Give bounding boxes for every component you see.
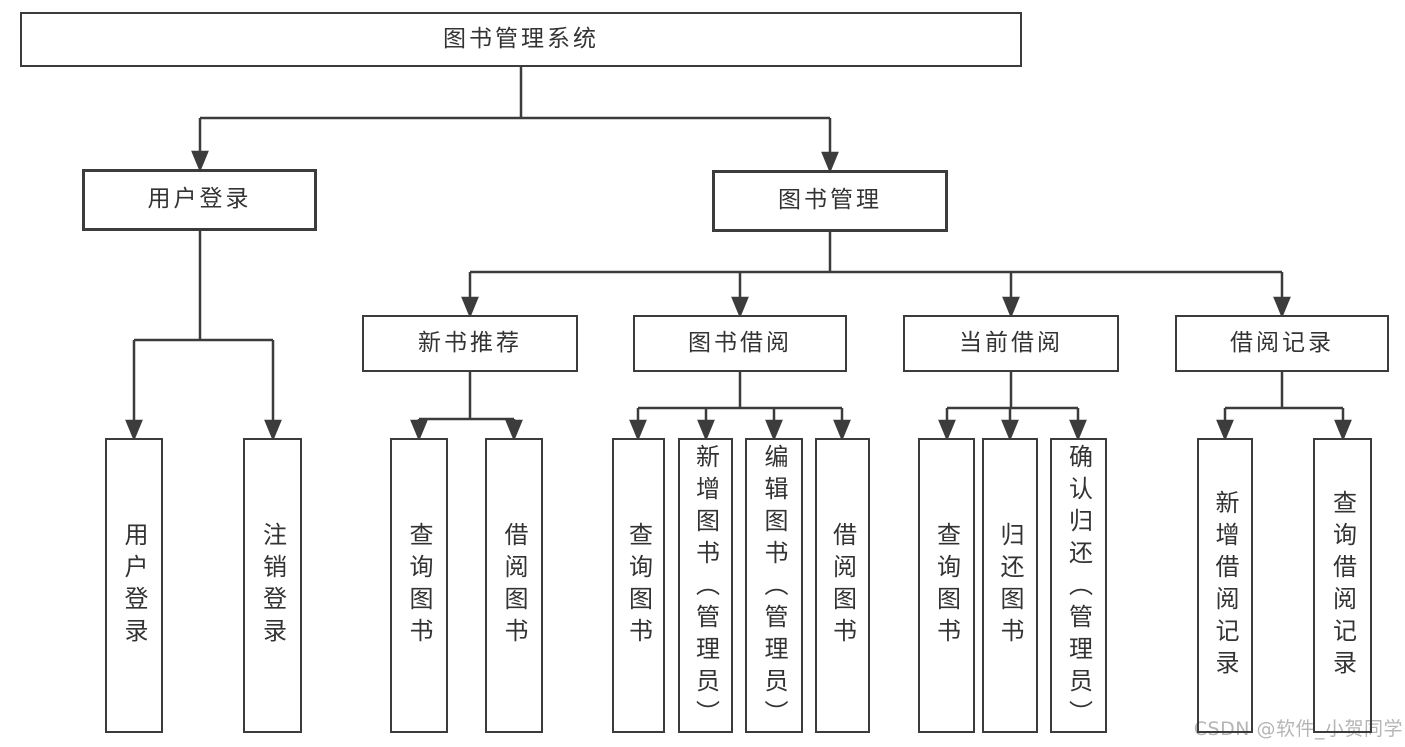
connector-book-borrow-to-leaves (629, 372, 851, 442)
connector-user-login-to-leaves (125, 231, 282, 442)
leaf-current-query-books: 查询图书 (918, 438, 975, 733)
leaf-records-query-borrow-record: 查询借阅记录 (1313, 438, 1372, 733)
node-book-management: 图书管理 (712, 170, 948, 232)
leaf-current-confirm-return-admin: 确认归还（管理员） (1050, 438, 1107, 733)
leaf-current-return-books: 归还图书 (982, 438, 1038, 733)
connector-book-mgmt-to-level2 (461, 232, 1291, 319)
node-current-borrowing: 当前借阅 (903, 315, 1119, 372)
leaf-borrow-borrow-books: 借阅图书 (815, 438, 870, 733)
leaf-records-add-borrow-record: 新增借阅记录 (1197, 438, 1253, 733)
leaf-newbook-borrow-books: 借阅图书 (485, 438, 543, 733)
leaf-borrow-edit-books-admin: 编辑图书（管理员） (745, 438, 803, 733)
node-user-login: 用户登录 (82, 169, 317, 231)
leaf-logout: 注销登录 (243, 438, 302, 733)
leaf-user-login: 用户登录 (105, 438, 163, 733)
leaf-borrow-query-books: 查询图书 (612, 438, 665, 733)
node-book-borrowing: 图书借阅 (633, 315, 847, 372)
leaf-borrow-add-books-admin: 新增图书（管理员） (678, 438, 733, 733)
node-new-book-recommendation: 新书推荐 (362, 315, 578, 372)
connector-current-borrow-to-leaves (938, 372, 1087, 442)
csdn-watermark: CSDN @软件_小贺同学 (1193, 718, 1403, 740)
node-borrowing-records: 借阅记录 (1175, 315, 1389, 372)
node-library-management-system: 图书管理系统 (20, 12, 1022, 67)
connector-new-book-to-leaves (410, 372, 523, 442)
leaf-newbook-query-books: 查询图书 (390, 438, 448, 733)
connector-borrow-records-to-leaves (1216, 372, 1352, 442)
connector-root-to-level1 (191, 67, 839, 174)
